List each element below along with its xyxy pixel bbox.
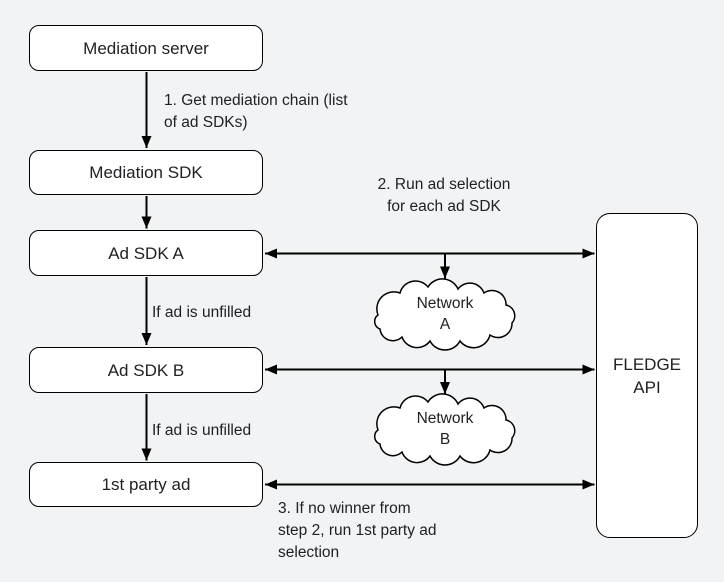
network-a-label: Network A (416, 295, 474, 333)
annotation-if-ad-unfilled-b: If ad is unfilled (152, 422, 252, 439)
node-fledge-api: FLEDGE API (596, 213, 698, 538)
node-ad-sdk-a: Ad SDK A (29, 230, 263, 276)
network-b-cloud (374, 393, 516, 466)
annotation-step3: 3. If no winner from step 2, run 1st par… (278, 500, 437, 561)
node-mediation-sdk: Mediation SDK (29, 150, 263, 195)
network-b-label: Network B (416, 410, 474, 448)
annotation-step1: 1. Get mediation chain (list of ad SDKs) (164, 92, 348, 131)
node-mediation-server: Mediation server (29, 25, 263, 71)
annotation-step2: 2. Run ad selection for each ad SDK (377, 176, 511, 215)
node-ad-sdk-b: Ad SDK B (29, 347, 263, 393)
annotation-if-ad-unfilled-a: If ad is unfilled (152, 304, 252, 321)
network-a-cloud (374, 278, 516, 351)
node-first-party-ad: 1st party ad (29, 462, 263, 507)
